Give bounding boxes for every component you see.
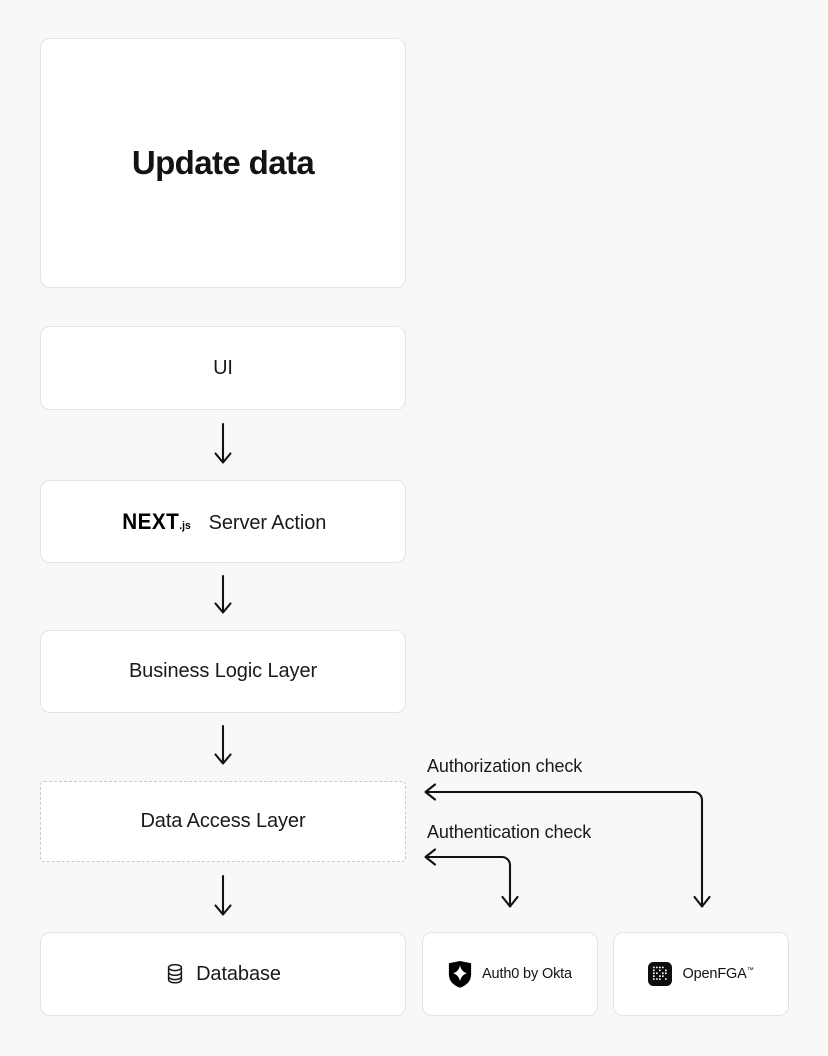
edge-label-authentication-check: Authentication check [427, 822, 592, 842]
openfga-dotmatrix-icon [648, 962, 673, 986]
title-card: Update data [40, 38, 406, 288]
nextjs-suffix: .js [178, 519, 191, 532]
node-openfga[interactable]: OpenFGA™ [613, 932, 789, 1016]
node-server-action-label: Server Action [208, 511, 327, 534]
edge-authorization-check [424, 783, 711, 908]
node-data-access-label: Data Access Layer [140, 810, 306, 832]
nextjs-logo: NEXT.js [122, 509, 191, 535]
edge-authentication-check [424, 848, 519, 908]
edge-business-logic-to-data-access [214, 724, 232, 765]
node-openfga-name: OpenFGA [682, 966, 747, 982]
trademark-symbol: ™ [746, 967, 754, 975]
edge-data-access-to-database [214, 874, 232, 916]
node-auth0[interactable]: Auth0 by Okta [422, 932, 598, 1016]
page-title: Update data [131, 144, 315, 181]
node-database[interactable]: Database [40, 932, 406, 1016]
auth0-shield-icon [448, 960, 472, 988]
edge-server-action-to-business-logic [214, 574, 232, 614]
nextjs-wordmark: NEXT [121, 508, 179, 534]
node-business-logic-layer[interactable]: Business Logic Layer [40, 630, 406, 713]
edge-label-authorization-check: Authorization check [427, 756, 583, 776]
node-auth0-label: Auth0 by Okta [482, 966, 572, 982]
node-openfga-label: OpenFGA™ [682, 966, 753, 982]
node-database-label: Database [196, 962, 281, 985]
node-ui[interactable]: UI [40, 326, 406, 410]
node-server-action[interactable]: NEXT.js Server Action [40, 480, 406, 563]
edge-ui-to-server-action [214, 422, 232, 464]
node-data-access-layer[interactable]: Data Access Layer [40, 781, 406, 862]
node-ui-label: UI [213, 356, 233, 379]
node-business-logic-label: Business Logic Layer [128, 660, 318, 682]
database-icon [165, 963, 185, 985]
